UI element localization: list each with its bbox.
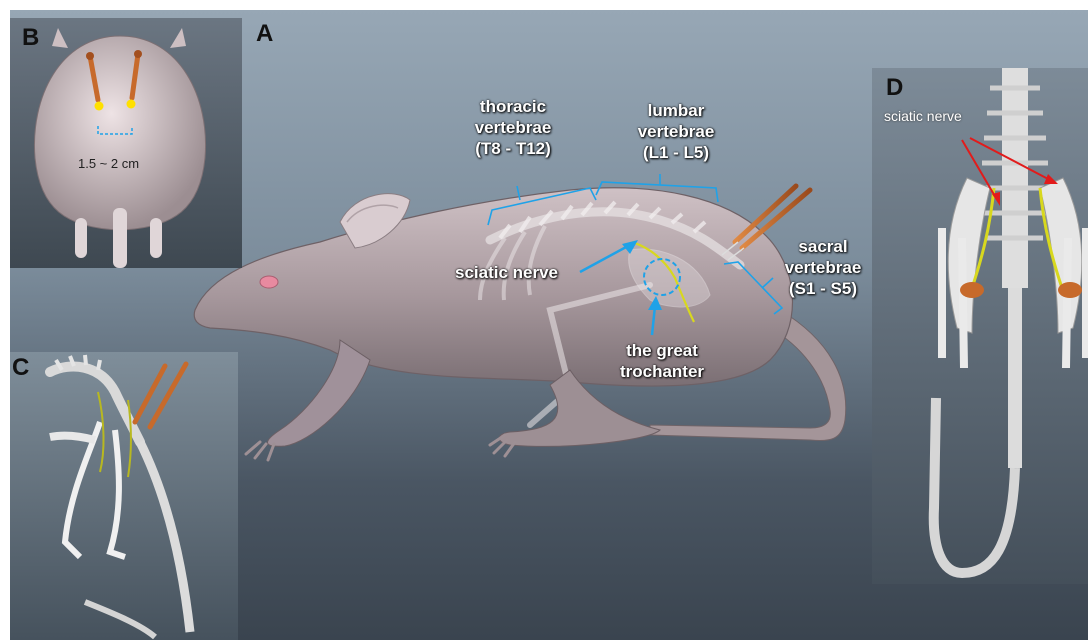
panel-a-letter: A [256, 20, 273, 48]
panel-b: B 1.5 ~ 2 cm [10, 18, 242, 268]
lumbar-label-text: lumbar vertebrae (L1 - L5) [638, 101, 715, 162]
trochanter-label-text: the great trochanter [620, 341, 704, 381]
sciatic-nerve-label-d: sciatic nerve [884, 108, 962, 124]
panel-d-letter: D [886, 74, 903, 102]
distance-label: 1.5 ~ 2 cm [78, 156, 139, 171]
skeleton-top-view [872, 68, 1088, 584]
panel-c-letter: C [12, 354, 29, 382]
panel-b-letter: B [22, 24, 39, 52]
panel-d: D sciatic nerve [872, 68, 1088, 584]
trochanter-label: the great trochanter [612, 340, 712, 382]
sciatic-nerve-label: sciatic nerve [455, 262, 558, 283]
thoracic-label-text: thoracic vertebrae (T8 - T12) [475, 97, 552, 158]
sacral-label: sacral vertebrae (S1 - S5) [768, 236, 878, 299]
sacral-label-text: sacral vertebrae (S1 - S5) [785, 237, 862, 298]
skeleton-side-view [10, 352, 238, 640]
thoracic-label: thoracic vertebrae (T8 - T12) [458, 96, 568, 159]
lumbar-label: lumbar vertebrae (L1 - L5) [626, 100, 726, 163]
panel-c: C [10, 352, 238, 640]
rat-top-view [10, 18, 242, 268]
